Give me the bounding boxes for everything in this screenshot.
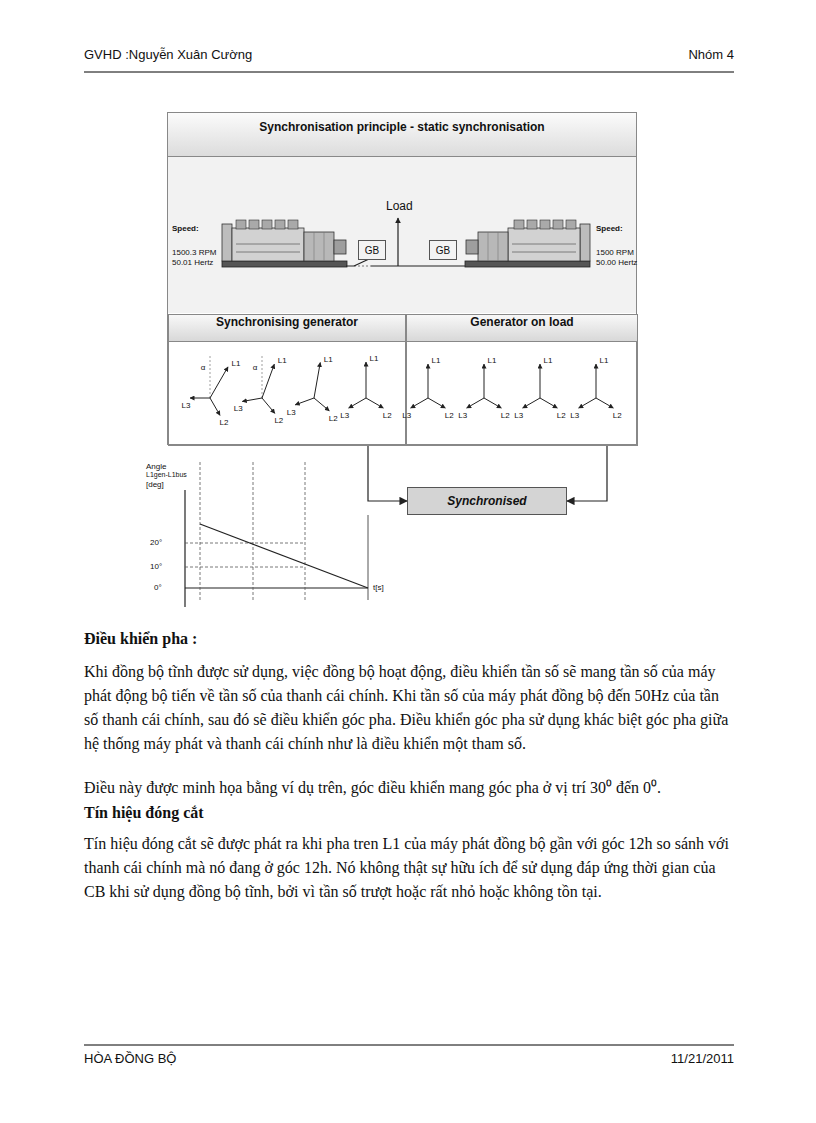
phasor-arrow: [596, 398, 613, 408]
phase-label: L2: [613, 412, 622, 420]
phase-label: L2: [329, 415, 338, 423]
phasor-arrow: [314, 363, 320, 398]
axis-label: L1gen-L1bus: [146, 471, 187, 478]
phasor-arrow: [596, 364, 597, 398]
panel-heading: Synchronising generator: [169, 315, 405, 342]
phase-label: L3: [182, 402, 191, 410]
page-footer: HÒA ĐỒNG BỘ: [84, 1051, 176, 1066]
angle-symbol: α: [253, 364, 258, 372]
axis-label: Angle: [146, 462, 166, 471]
phasor-arrow: [190, 398, 210, 399]
reference-line: [210, 356, 211, 398]
phasor-arrow: [295, 398, 314, 405]
angle-symbol: α: [201, 364, 206, 372]
axis-tick: 20°: [150, 538, 162, 547]
section-heading: Điều khiển pha :: [84, 630, 197, 648]
phase-label: L2: [220, 419, 229, 427]
phase-label: L1: [324, 356, 333, 364]
phase-label: L1: [432, 357, 441, 365]
phase-label: L1: [370, 355, 379, 363]
phasor-arrow: [349, 398, 366, 408]
phase-label: L3: [514, 412, 523, 420]
phasor-arrow: [314, 398, 329, 411]
speed-value: 1500.3 RPM: [172, 248, 216, 257]
phasor-arrow: [366, 362, 367, 398]
phase-label: L3: [402, 412, 411, 420]
phasor-arrow: [484, 364, 485, 398]
phase-label: L1: [544, 357, 553, 365]
diagram-frame: Synchronisation principle - static synch…: [167, 112, 637, 445]
page-footer: 11/21/2011: [671, 1051, 734, 1066]
panel-heading: Generator on load: [407, 315, 637, 342]
phasor-arrow: [540, 364, 541, 398]
phasor-arrow: [366, 398, 383, 408]
body-paragraph: Khi đồng bộ tĩnh được sử dụng, việc đồng…: [84, 660, 734, 756]
frequency-value: 50.00 Hertz: [596, 258, 637, 267]
speed-label: Speed:: [596, 224, 623, 233]
phasor-panel: Generator on load: [406, 314, 638, 446]
breaker-label: GB: [365, 245, 379, 256]
breaker-label: GB: [436, 245, 450, 256]
status-label: Synchronised: [447, 494, 526, 508]
page-header: Nhóm 4: [688, 47, 734, 62]
phase-label: L2: [445, 412, 454, 420]
breaker-box: GB: [429, 240, 457, 260]
phase-label: L2: [557, 412, 566, 420]
phasor-arrow: [262, 398, 275, 413]
frequency-value: 50.01 Hertz: [172, 258, 213, 267]
axis-unit: [deg]: [146, 480, 164, 489]
phasor-arrow: [242, 398, 262, 401]
phasor-arrow: [523, 398, 540, 408]
status-box: Synchronised: [407, 487, 567, 515]
phasor-arrow: [210, 398, 220, 415]
speed-value: 1500 RPM: [596, 248, 634, 257]
phase-label: L3: [287, 409, 296, 417]
phase-label: L3: [458, 412, 467, 420]
phasor-arrow: [411, 398, 428, 408]
phase-label: L1: [278, 357, 287, 365]
body-paragraph: Tín hiệu đóng cắt sẽ được phát ra khi ph…: [84, 832, 734, 904]
signal-connector: [567, 446, 607, 501]
load-label: Load: [386, 199, 413, 213]
phase-label: L1: [600, 357, 609, 365]
page-header: GVHD :Nguyễn Xuân Cường: [84, 47, 252, 62]
phasor-arrow: [540, 398, 557, 408]
section-heading: Tín hiệu đóng cắt: [84, 804, 204, 822]
axis-tick: 0°: [154, 583, 162, 592]
phase-label: L2: [383, 412, 392, 420]
speed-label: Speed:: [172, 224, 199, 233]
reference-line: [262, 356, 263, 398]
phasor-arrow: [579, 398, 596, 408]
phasor-arrow: [262, 364, 274, 398]
phase-label: L2: [501, 412, 510, 420]
phasor-panel: Synchronising generator: [168, 314, 406, 446]
body-paragraph: Điều này được minh họa bằng ví dụ trên, …: [84, 776, 734, 800]
phasor-arrow: [484, 398, 501, 408]
phasor-arrow: [428, 398, 445, 408]
axis-tick: 10°: [150, 562, 162, 571]
axis-label: t[s]: [373, 583, 384, 592]
signal-connector: [368, 446, 407, 501]
breaker-box: GB: [358, 240, 386, 260]
diagram-title: Synchronisation principle - static synch…: [168, 113, 636, 157]
phase-label: L1: [232, 360, 241, 368]
phase-label: L3: [570, 412, 579, 420]
phase-label: L1: [488, 357, 497, 365]
phase-label: L2: [274, 417, 283, 425]
phase-label: L3: [234, 405, 243, 413]
phasor-arrow: [467, 398, 484, 408]
phasor-arrow: [428, 364, 429, 398]
phase-label: L3: [340, 412, 349, 420]
phasor-arrow: [210, 367, 228, 398]
